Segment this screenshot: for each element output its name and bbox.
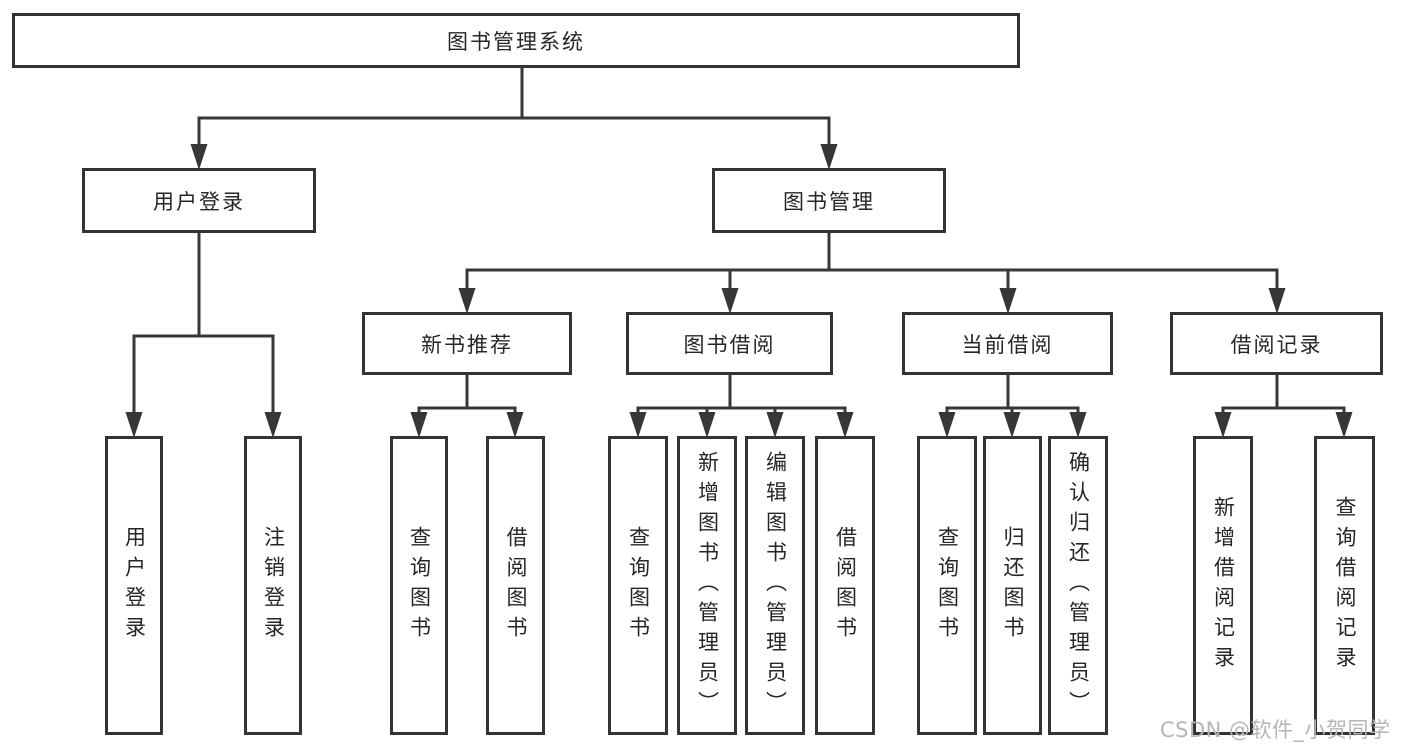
node-current-borrow: 当前借阅 bbox=[902, 312, 1113, 375]
leaf-query-book-borrow: 查询图书 bbox=[608, 436, 668, 735]
leaf-return-book: 归还图书 bbox=[983, 436, 1042, 735]
node-borrow-records: 借阅记录 bbox=[1170, 312, 1383, 375]
leaf-query-book-current: 查询图书 bbox=[917, 436, 977, 735]
leaf-borrow-book-newbook: 借阅图书 bbox=[486, 436, 545, 735]
node-new-book-recommend: 新书推荐 bbox=[362, 312, 572, 375]
node-user-login: 用户登录 bbox=[82, 168, 316, 233]
node-library-management-system: 图书管理系统 bbox=[12, 13, 1020, 68]
leaf-confirm-return-admin: 确认归还（管理员） bbox=[1048, 436, 1108, 735]
leaf-add-borrow-record: 新增借阅记录 bbox=[1193, 436, 1253, 735]
leaf-query-borrow-record: 查询借阅记录 bbox=[1314, 436, 1375, 735]
leaf-add-book-admin: 新增图书（管理员） bbox=[677, 436, 737, 735]
leaf-edit-book-admin: 编辑图书（管理员） bbox=[745, 436, 805, 735]
leaf-logout: 注销登录 bbox=[244, 436, 302, 735]
leaf-query-book-newbook: 查询图书 bbox=[390, 436, 448, 735]
csdn-watermark: CSDN @软件_小贺同学 bbox=[1160, 718, 1391, 742]
leaf-user-login: 用户登录 bbox=[105, 436, 163, 735]
node-book-borrow: 图书借阅 bbox=[626, 312, 833, 375]
leaf-borrow-book: 借阅图书 bbox=[815, 436, 875, 735]
node-book-management: 图书管理 bbox=[712, 168, 946, 233]
